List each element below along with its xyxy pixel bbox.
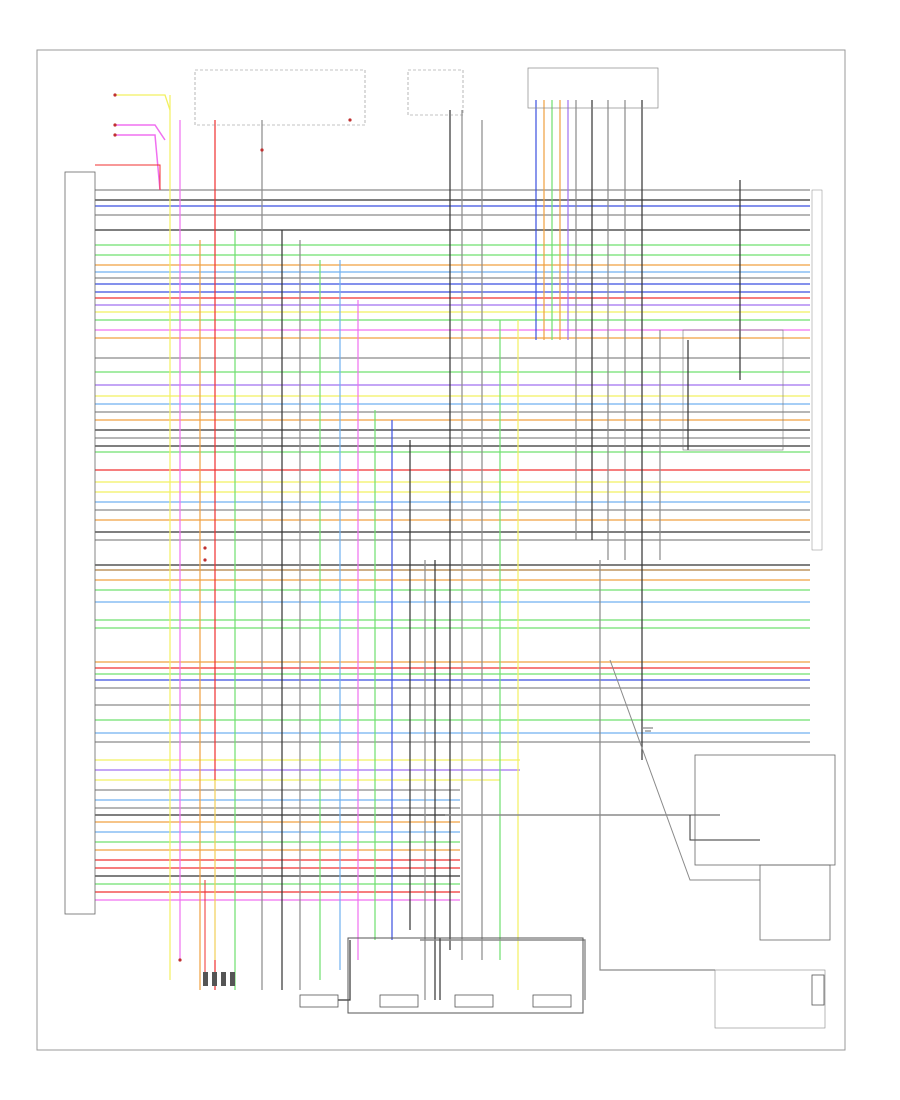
fuel-injector-2 — [379, 994, 419, 1008]
wire — [115, 124, 166, 141]
splice-dot — [178, 958, 182, 962]
splice-dot — [260, 148, 264, 152]
wire — [95, 164, 161, 190]
sensor-box-right-1 — [694, 754, 836, 866]
main-relay-box — [194, 69, 366, 126]
engine-control-module-connector — [64, 171, 96, 915]
fuel-injector-3 — [454, 994, 494, 1008]
top-right-connector-box — [527, 67, 659, 109]
splice-dot — [203, 558, 207, 562]
wire — [420, 939, 586, 1000]
pin-block-right — [811, 974, 825, 1006]
wire-harness — [95, 94, 810, 1001]
wire — [599, 560, 715, 971]
splice-points — [113, 93, 352, 962]
splice-dot — [113, 93, 117, 97]
wire — [115, 94, 171, 111]
diagram-frame — [36, 49, 846, 1051]
distributor-box — [759, 864, 831, 941]
splice-dot — [113, 123, 117, 127]
wire — [609, 659, 760, 881]
ground-connector-box — [714, 969, 826, 1029]
right-connector-strip — [811, 189, 823, 551]
fuel-injector-4 — [532, 994, 572, 1008]
splice-dot — [348, 118, 352, 122]
mid-right-connector — [682, 329, 784, 451]
wire — [300, 940, 351, 1001]
wire — [115, 134, 161, 191]
wire — [689, 815, 760, 841]
ignition-module-box — [407, 69, 464, 116]
fuel-injector-1 — [299, 994, 339, 1008]
splice-dot — [203, 546, 207, 550]
injector-resistor-box — [347, 937, 584, 1014]
ground-symbol — [643, 727, 653, 732]
ecm-lower-connector — [203, 972, 235, 986]
splice-dot — [113, 133, 117, 137]
